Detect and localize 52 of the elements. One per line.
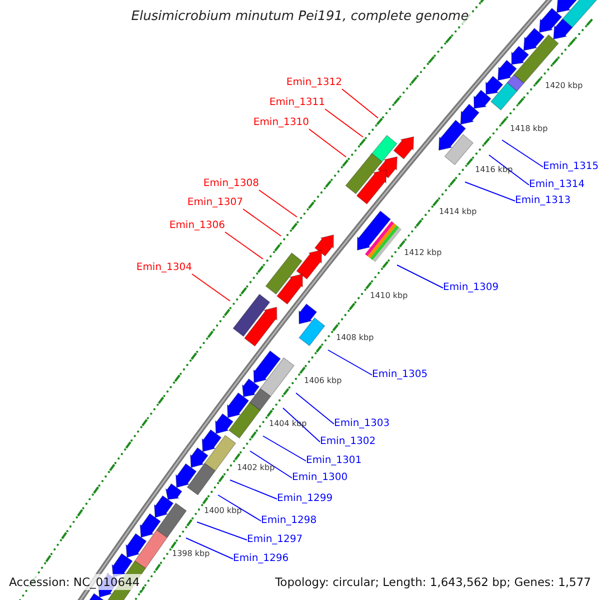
leader-line: [186, 538, 234, 560]
leader-line: [224, 232, 264, 260]
gene-label: Emin_1305: [372, 369, 428, 381]
gene-label: Emin_1312: [286, 77, 342, 89]
leader-line: [502, 140, 544, 168]
leader-line: [296, 392, 334, 424]
scale-label: 1402 kbp: [237, 463, 275, 473]
leader-line: [258, 190, 298, 218]
gene-label: Emin_1304: [136, 262, 192, 274]
leader-line: [230, 480, 278, 500]
gene-label: Emin_1296: [233, 553, 289, 565]
leader-line: [464, 182, 516, 202]
gene-label: Emin_1314: [529, 179, 585, 191]
gene-label: Emin_1302: [320, 436, 376, 448]
leader-line: [488, 154, 530, 186]
leader-line: [250, 450, 292, 478]
leader-line: [192, 274, 230, 302]
scale-label: 1398 kbp: [172, 549, 210, 559]
genome-info-text: Topology: circular; Length: 1,643,562 bp; Genes: 1,577: [273, 574, 593, 590]
gene-label: Emin_1306: [169, 220, 225, 232]
scale-label: 1408 kbp: [336, 333, 374, 343]
scale-label: 1420 kbp: [545, 81, 583, 91]
leader-line: [218, 494, 262, 522]
leader-line: [262, 436, 306, 462]
gene-label: Emin_1311: [269, 97, 325, 109]
gene-label: Emin_1313: [515, 195, 571, 207]
leader-line: [328, 350, 372, 376]
scale-label: 1418 kbp: [510, 124, 548, 134]
gene-label: Emin_1297: [247, 534, 303, 546]
accession-text: Accession: NC_010644: [7, 574, 142, 590]
gene-label: Emin_1303: [334, 418, 390, 430]
scale-label: 1412 kbp: [404, 248, 442, 258]
gene-label: Emin_1300: [292, 472, 348, 484]
gene-label: Emin_1307: [187, 197, 243, 209]
leader-line: [342, 88, 378, 118]
scale-label: 1400 kbp: [204, 506, 242, 516]
leader-line: [242, 208, 282, 236]
gene-label: Emin_1308: [203, 178, 259, 190]
gene-label: Emin_1310: [253, 117, 309, 129]
leader-line: [196, 522, 248, 540]
scale-label: 1414 kbp: [439, 207, 477, 217]
leader-line: [308, 128, 346, 158]
gene-label: Emin_1315: [543, 161, 599, 173]
gene-label: Emin_1298: [261, 515, 317, 527]
gene-label: Emin_1299: [277, 493, 333, 505]
leader-line: [324, 108, 364, 138]
scale-label: 1406 kbp: [304, 376, 342, 386]
leader-line: [282, 408, 320, 442]
leader-line: [396, 264, 444, 288]
scale-label: 1410 kbp: [370, 291, 408, 301]
gene-label: Emin_1309: [443, 282, 499, 294]
gene-label: Emin_1301: [306, 455, 362, 467]
